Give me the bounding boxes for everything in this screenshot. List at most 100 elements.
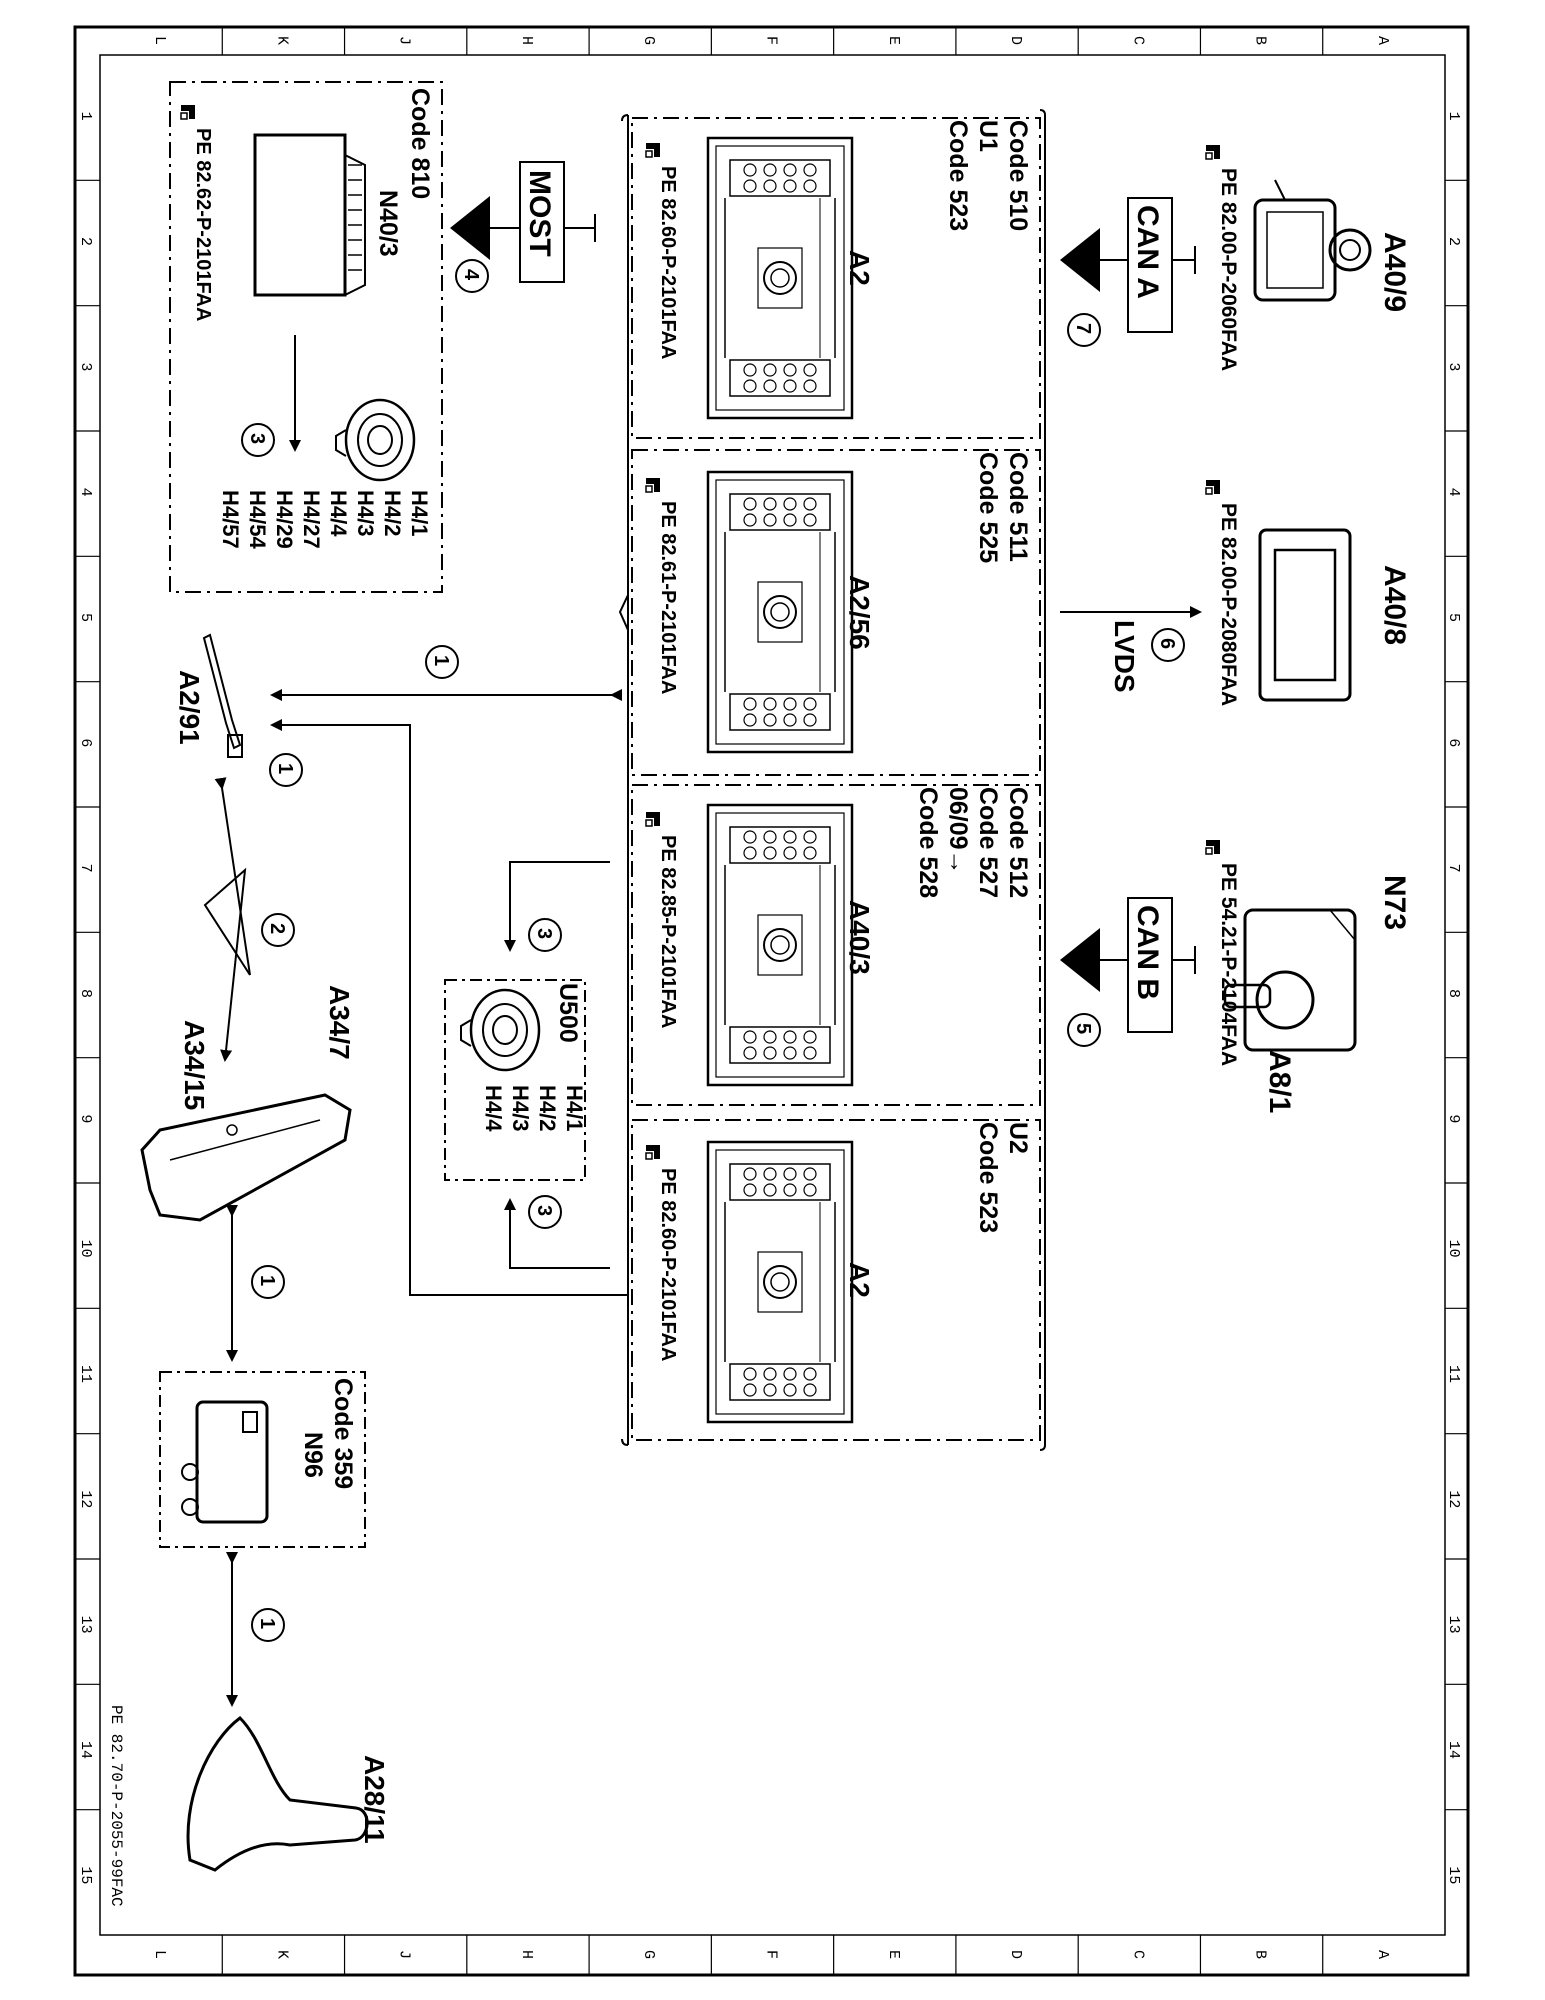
row-label: 14: [77, 1741, 94, 1759]
column-label: G: [640, 36, 657, 45]
row-label: 15: [1445, 1866, 1462, 1884]
head-unit-icon: [706, 1140, 854, 1424]
callout-3-n40: 3: [246, 433, 268, 444]
wireless-link: 2: [203, 777, 295, 1062]
row-label: 10: [77, 1240, 94, 1258]
a40-8-component: A40/8 PE 82.00-P-2080FAA: [1205, 479, 1411, 706]
a40-9-label: A40/9: [1378, 232, 1411, 312]
callout-5: 5: [1072, 1023, 1094, 1034]
row-label: 8: [1445, 989, 1462, 998]
head-unit-icon: [706, 803, 854, 1087]
can-a-label: CAN A: [1131, 205, 1164, 299]
lvds-label: LVDS: [1109, 620, 1140, 693]
column-label: K: [273, 1950, 290, 1959]
n40-3-component: Code 810 N40/3 PE 82.62-P-2101FAA 3 H4/1…: [169, 81, 443, 593]
column-label: J: [396, 36, 413, 45]
callout-3-u500-a: 3: [533, 928, 555, 939]
callout-7: 7: [1072, 323, 1094, 334]
most-label-box: [519, 161, 565, 283]
u1-code-1: Code 510: [1004, 120, 1032, 231]
column-label: B: [1252, 1950, 1269, 1959]
a2-91-label: A2/91: [174, 670, 205, 745]
column-label: C: [1129, 36, 1146, 45]
row-label: 1: [77, 112, 94, 121]
row-label: 15: [77, 1866, 94, 1884]
hand-pointer-icon: [645, 142, 661, 158]
amplifier-icon: [253, 133, 366, 297]
callout-2: 2: [266, 923, 288, 934]
hand-pointer-icon: [1205, 144, 1221, 160]
hand-pointer-icon: [645, 1144, 661, 1160]
column-label: K: [273, 36, 290, 45]
column-label: J: [396, 1950, 413, 1959]
n40-3-label: N40/3: [374, 190, 402, 257]
u2-ref: PE 82.60-P-2101FAA: [657, 1168, 679, 1361]
row-label: 8: [77, 989, 94, 998]
speaker-item: H4/2: [535, 1085, 560, 1131]
hand-pointer-icon: [1205, 839, 1221, 855]
can-b-label-box: [1127, 897, 1173, 1033]
n96-label: N96: [299, 1432, 327, 1478]
n73-component: N73 A8/1 PE 54.21-P-2104FAA: [1205, 839, 1411, 1113]
n40-3-ref: PE 82.62-P-2101FAA: [192, 128, 214, 321]
row-label: 5: [1445, 613, 1462, 622]
callout-1-a: 1: [430, 655, 452, 666]
speaker-item: H4/54: [245, 490, 270, 549]
lvds-link: 6 LVDS: [1060, 606, 1202, 693]
telematics-unit-icon: [140, 1093, 352, 1222]
a28-11-component: A28/11: [186, 1716, 390, 1872]
a40-8-ref: PE 82.00-P-2080FAA: [1217, 503, 1240, 706]
a2-56-ref: PE 82.61-P-2101FAA: [657, 501, 679, 694]
row-label: 14: [1445, 1741, 1462, 1759]
row-label: 9: [77, 1114, 94, 1123]
column-label: D: [1007, 36, 1024, 45]
column-label: F: [763, 1950, 780, 1959]
row-label: 7: [1445, 864, 1462, 873]
speaker-item: H4/2: [380, 490, 405, 536]
head-unit-icon: [706, 136, 854, 420]
unit-a2-56: Code 511 Code 525 A2/56 PE 82.61-P-2101F…: [631, 449, 1041, 776]
column-label: F: [763, 36, 780, 45]
u1-code-2: U1: [974, 120, 1002, 152]
speaker-item: H4/29: [272, 490, 297, 549]
callout-1-d: 1: [256, 1618, 278, 1629]
a28-11-label: A28/11: [359, 1755, 390, 1844]
a2-91-component: A2/91 1: [174, 633, 303, 787]
outer-frame: [73, 25, 1470, 1977]
most-label: MOST: [523, 170, 556, 257]
speaker-icon: [334, 398, 416, 482]
a34-component: A34/7 A34/15: [140, 985, 355, 1222]
row-label: 11: [77, 1365, 94, 1383]
antenna-links: 1: [270, 645, 628, 1296]
column-label: D: [1007, 1950, 1024, 1959]
a40-9-component: A40/9 PE 82.00-P-2060FAA: [1205, 144, 1411, 371]
column-label: L: [151, 36, 168, 45]
column-label: C: [1129, 1950, 1146, 1959]
row-label: 4: [77, 488, 94, 497]
inner-frame: [99, 54, 1446, 1936]
u500-component: U500 H4/1H4/2H4/3H4/4 3 3: [444, 861, 610, 1269]
u2-code-1: U2: [1004, 1122, 1032, 1154]
antenna-icon: [202, 633, 243, 758]
row-label: 13: [1445, 1616, 1462, 1634]
a40-3-code-1: Code 512: [1004, 787, 1032, 898]
row-label: 5: [77, 613, 94, 622]
speaker-item: H4/1: [562, 1085, 587, 1131]
a8-1-label: A8/1: [1263, 1050, 1296, 1113]
column-label: E: [885, 36, 902, 45]
a40-3-code-3: 06/09→: [944, 787, 972, 875]
column-label: H: [518, 1950, 535, 1959]
row-label: 11: [1445, 1365, 1462, 1383]
row-label: 7: [77, 864, 94, 873]
most-bus: MOST 4: [450, 161, 596, 293]
u500-speaker-list: H4/1H4/2H4/3H4/4: [481, 1085, 587, 1132]
unit-a40-3: Code 512 Code 527 06/09→ Code 528 A40/3 …: [631, 784, 1041, 1106]
frame-grid-ticks: [75, 27, 1468, 1975]
n73-ref: PE 54.21-P-2104FAA: [1217, 863, 1240, 1066]
can-b-label: CAN B: [1131, 905, 1164, 1000]
speaker-item: H4/3: [508, 1085, 533, 1131]
display-icon: [1258, 528, 1352, 702]
